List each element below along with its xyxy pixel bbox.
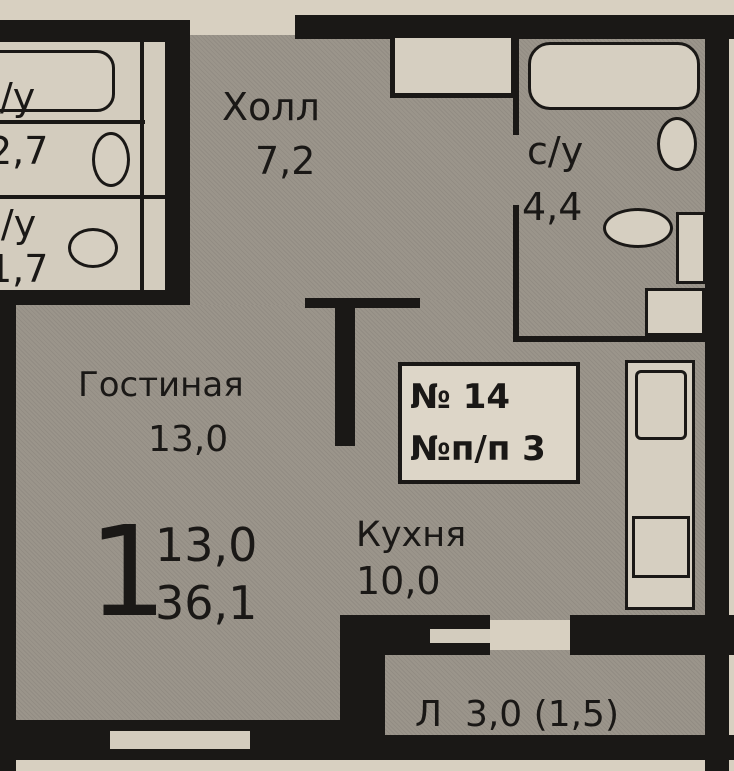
wall (513, 336, 708, 342)
neighbor-bath2-name: с/у (0, 202, 37, 246)
wall (0, 120, 145, 124)
wall (513, 205, 519, 342)
wall (295, 15, 734, 39)
sink-icon (657, 117, 697, 171)
wall (140, 40, 144, 290)
shaft (645, 288, 705, 336)
kitchen-sink-icon (635, 370, 687, 440)
window (430, 625, 490, 647)
closet (390, 38, 515, 98)
apartment-number: № 14 (410, 377, 511, 417)
hall-name: Холл (222, 85, 320, 129)
loggia-label: Л 3,0 (1,5) (415, 694, 619, 735)
shaft (676, 212, 706, 284)
wall (513, 38, 519, 135)
wall (0, 195, 165, 199)
total-area: 36,1 (155, 576, 258, 630)
rooms-count: 1 (88, 500, 168, 645)
sink-icon (92, 132, 130, 187)
wall (335, 298, 355, 446)
living-area-total: 13,0 (155, 518, 258, 572)
apartment-number-box: № 14 №п/п 3 (398, 362, 580, 484)
toilet-icon (68, 228, 118, 268)
toilet-icon (603, 208, 673, 248)
hall-area: 7,2 (255, 139, 316, 183)
loggia-floor (385, 650, 707, 738)
wall (305, 298, 420, 308)
wall (705, 15, 729, 771)
living-room-area: 13,0 (148, 419, 229, 460)
wall (0, 20, 190, 42)
living-room-name: Гостиная (78, 365, 244, 405)
apartment-serial: №п/п 3 (410, 429, 546, 469)
window (110, 727, 250, 753)
wall (165, 20, 190, 305)
bathroom-name: с/у (527, 129, 584, 173)
bathtub-icon (528, 42, 700, 110)
neighbor-bath1-name: /у (0, 75, 36, 119)
kitchen-name: Кухня (356, 515, 467, 555)
bathroom-area: 4,4 (522, 185, 583, 229)
wall (0, 305, 16, 771)
neighbor-bath2-area: 1,7 (0, 247, 49, 291)
bathtub-icon (0, 50, 115, 112)
wall (385, 735, 734, 760)
living-room-floor (15, 305, 345, 723)
neighbor-bath1-area: 2,7 (0, 129, 49, 173)
wall (0, 290, 210, 305)
wall (570, 615, 734, 655)
kitchen-area: 10,0 (356, 559, 441, 603)
stove-icon (632, 516, 690, 578)
